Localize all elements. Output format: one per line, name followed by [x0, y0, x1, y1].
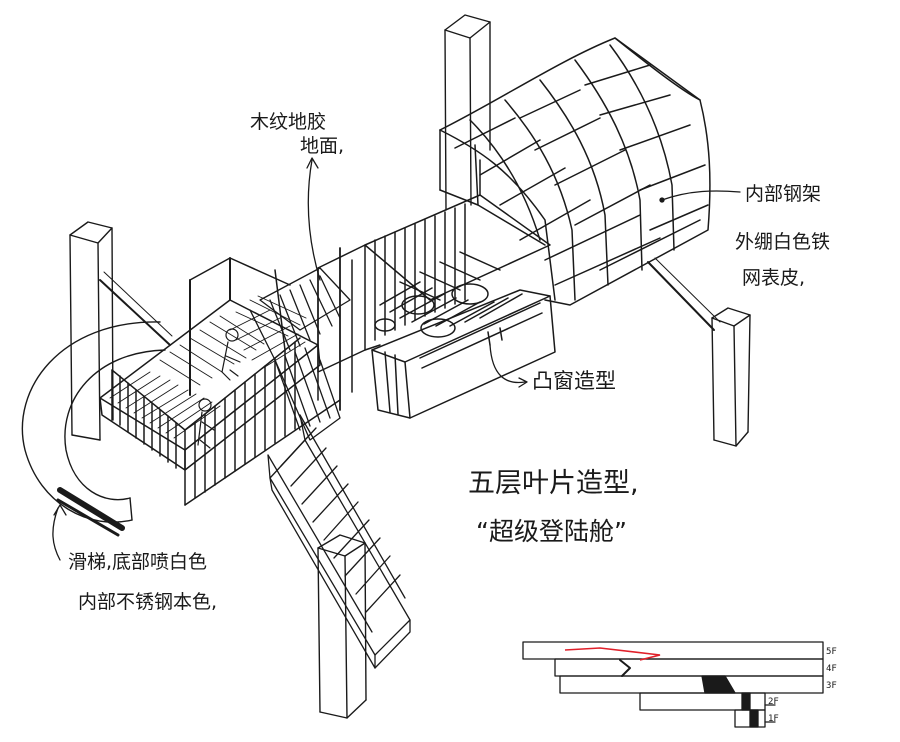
floor-label-4f: 4F [826, 664, 837, 674]
frame-note-line-3: 网表皮, [742, 267, 805, 289]
leader-lines [52, 157, 741, 561]
floor-label-2f: 2F [768, 697, 779, 707]
deck-hatching [109, 295, 307, 439]
flooring-note-line-2: 地面, [300, 135, 344, 157]
bay-window [371, 289, 556, 419]
frame-note-line-2: 外绷白色铁 [735, 231, 830, 253]
left-pillar [69, 221, 114, 441]
theme-note-line-2: “超级登陆舱” [476, 517, 627, 546]
support-rod [99, 271, 173, 346]
slide-note-line-1: 滑梯,底部喷白色 [68, 551, 207, 573]
floor-label-1f: 1F [768, 714, 779, 724]
floor-label-3f: 3F [826, 681, 837, 691]
central-ramp [249, 267, 351, 441]
flooring-note-line-1: 木纹地胶 [250, 111, 326, 133]
back-pillar [444, 14, 491, 211]
red-accent-line [564, 647, 661, 661]
theme-note-line-1: 五层叶片造型, [468, 468, 639, 499]
frame-note-line-1: 内部钢架 [745, 183, 821, 205]
staircase [267, 414, 411, 669]
middle-cabin [317, 159, 551, 411]
slide-tube [21, 321, 166, 537]
child-figures [197, 328, 241, 449]
bay-window-note: 凸窗造型 [532, 369, 616, 393]
right-front-pillar [647, 257, 751, 447]
floor-label-5f: 5F [826, 647, 837, 657]
slide-note-line-2: 内部不锈钢本色, [78, 591, 217, 613]
mesh-tunnel [439, 37, 711, 306]
floor-section-key [522, 641, 824, 728]
